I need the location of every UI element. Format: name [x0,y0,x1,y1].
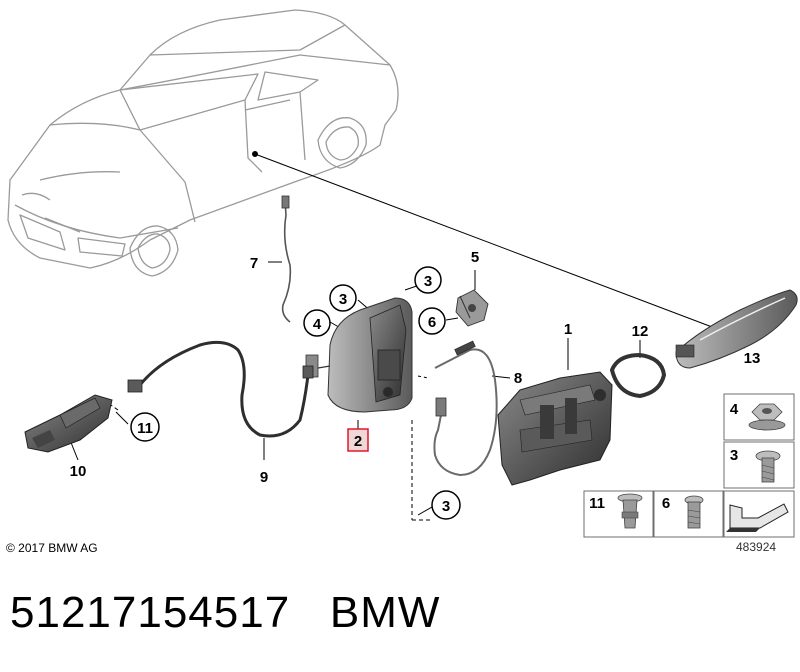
part-number: 51217154517 [10,588,291,637]
diagram-id: 483924 [736,540,777,554]
legend-item-4: 4 [723,393,795,441]
callout-5: 5 [471,249,479,266]
callout-12: 12 [632,323,649,340]
legend-item-11-label: 11 [589,495,605,512]
callout-6: 6 [418,307,446,335]
legend-item-3: 3 [723,441,795,489]
legend-item-6: 6 [653,490,724,538]
clip-screw-icon [617,493,643,529]
part-5-bracket [455,289,489,327]
callout-7: 7 [250,255,258,272]
part-9-cable [127,340,314,438]
callout-10: 10 [70,463,87,480]
callout-2-label: 2 [354,433,362,450]
part-12-gasket [609,352,667,399]
callout-13: 13 [744,350,761,367]
legend-item-6-label: 6 [662,495,670,512]
callout-2-highlight: 2 [347,428,369,452]
callout-9: 9 [260,469,268,486]
legend-item-4-label: 4 [730,401,739,418]
screw-icon [755,450,781,483]
nut-icon [748,403,786,431]
callout-3a: 3 [329,284,357,312]
callout-11: 11 [130,412,160,442]
copyright-text: © 2017 BMW AG [6,541,98,555]
callout-3b: 3 [414,266,442,294]
legend-item-11: 11 [583,490,654,538]
part-1-handle-carrier [497,371,613,486]
callout-3c-label: 3 [442,498,450,515]
part-10-inner-bracket [24,394,113,453]
callout-3b-label: 3 [424,273,432,290]
car-outline [7,9,399,277]
brand-name: BMW [329,588,441,637]
callout-8: 8 [514,370,522,387]
callout-4-label: 4 [313,316,322,333]
callout-3c: 3 [431,490,461,520]
callout-3a-label: 3 [339,291,347,308]
callout-1: 1 [564,321,572,338]
part-2-door-lock [305,297,413,413]
direction-arrow-icon [726,503,789,532]
part-13-outer-handle [675,289,798,369]
fastener-legend: 4 3 11 [583,393,795,538]
callout-4: 4 [303,309,331,337]
arrow-symbol-box [723,490,795,538]
callout-6-label: 6 [428,314,436,331]
legend-item-3-label: 3 [730,447,738,464]
callout-11-label: 11 [137,420,153,437]
part-8-cable [433,340,498,477]
part-number-line: 51217154517 BMW [10,588,440,638]
bolt-icon [684,495,704,529]
part-7-rod [281,195,292,323]
